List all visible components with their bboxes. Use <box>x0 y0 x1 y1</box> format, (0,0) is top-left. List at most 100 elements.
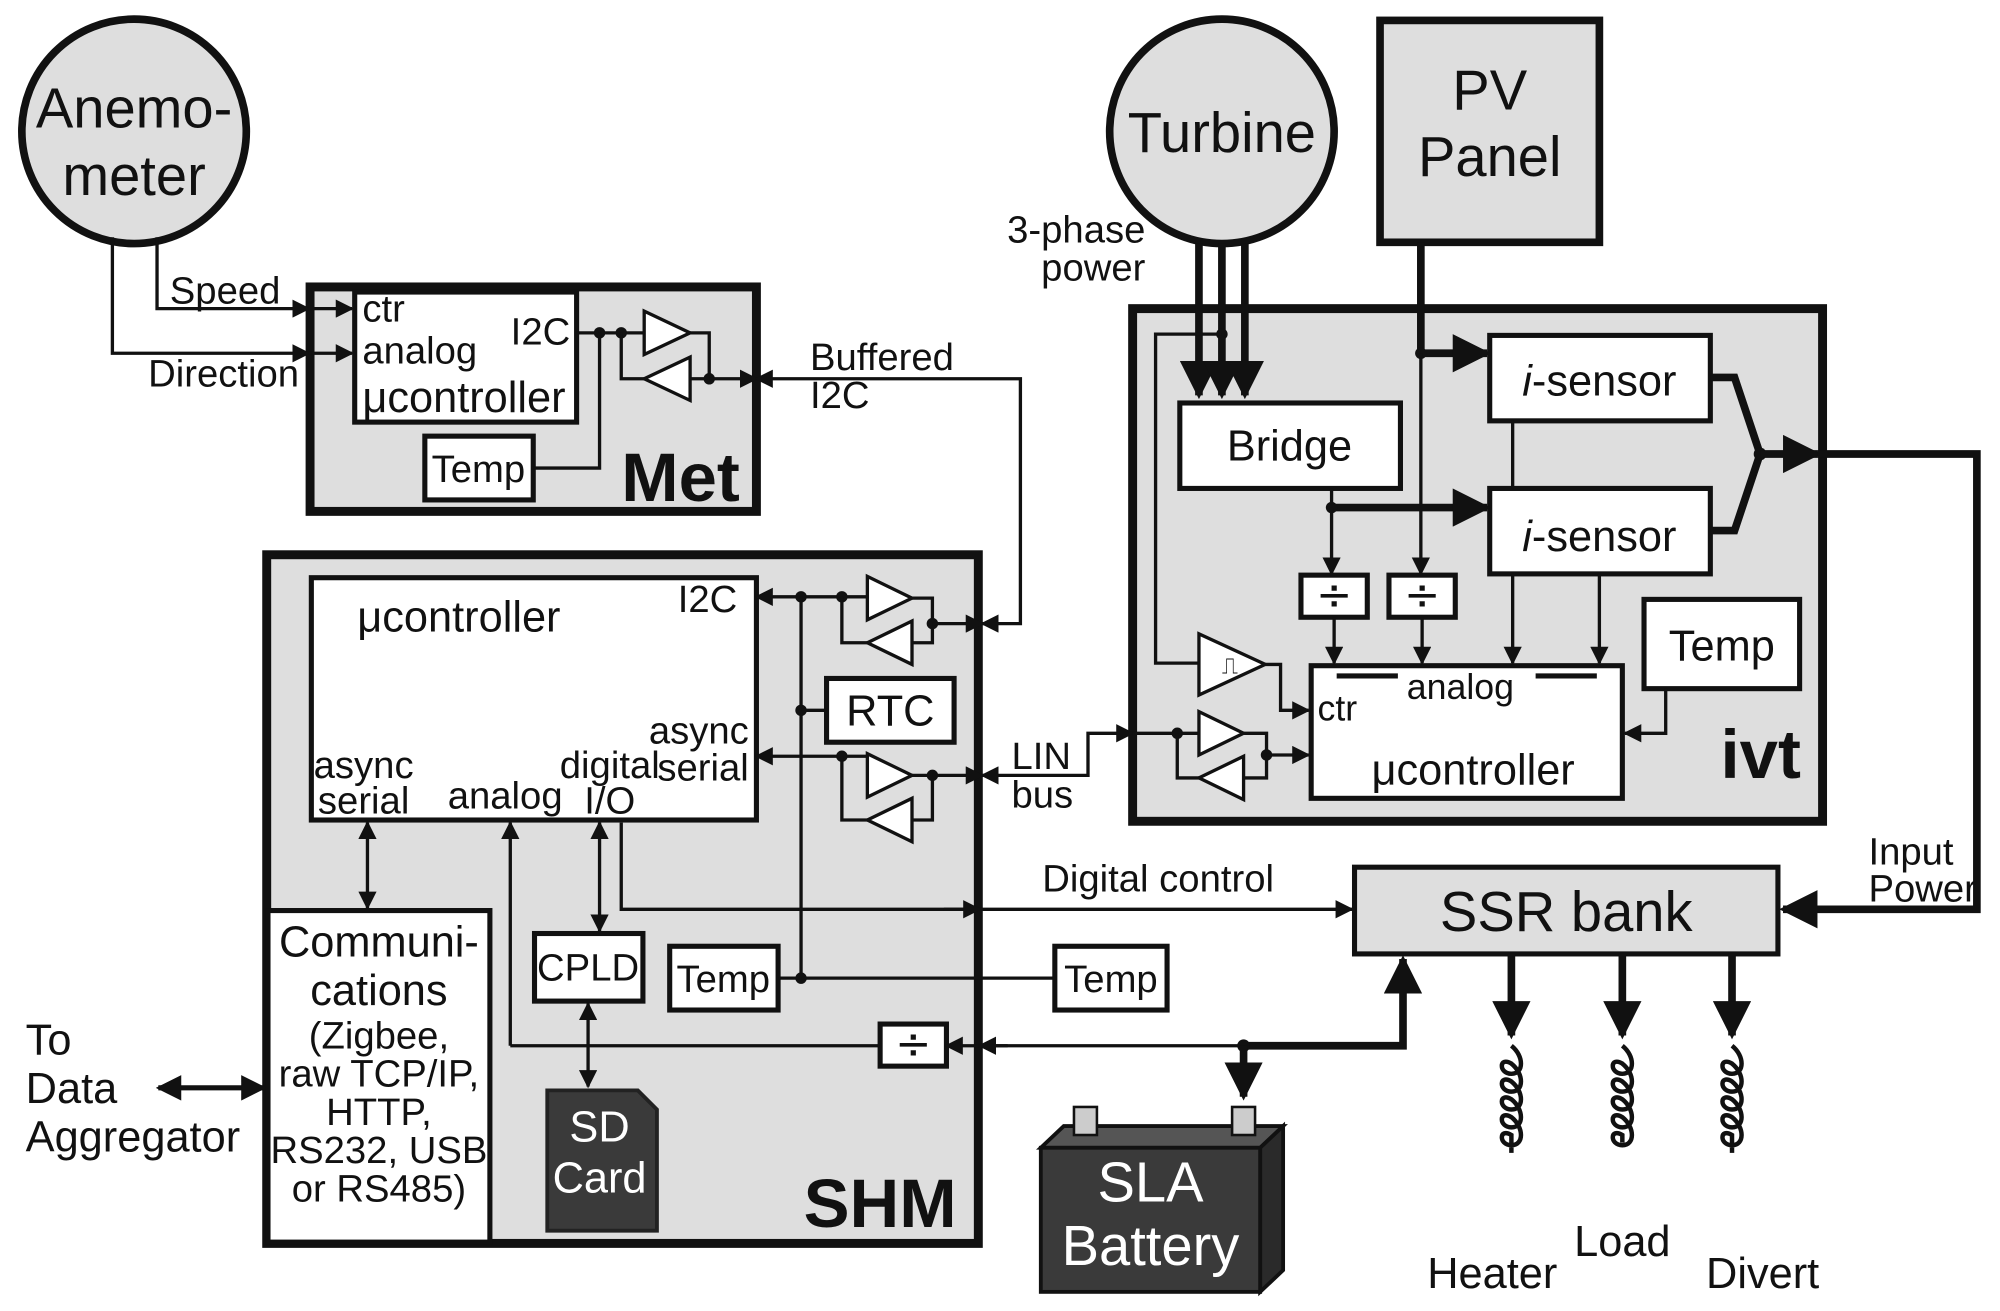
ivt-lin-node-b <box>1260 749 1273 761</box>
comm-line6: RS232, USB <box>271 1129 488 1172</box>
shm-i2c-node-a <box>795 591 807 603</box>
battery-ssr-line <box>1243 955 1423 1050</box>
ivt-mcu-ctr: ctr <box>1318 689 1358 729</box>
met-temp-link <box>533 332 602 470</box>
shm-divider-box <box>877 1021 949 1069</box>
comm-line2: cations <box>310 967 447 1015</box>
battery-line1: SLA <box>1097 1150 1204 1213</box>
buffered-i2c-label-2: I2C <box>810 374 870 417</box>
ssr-bank-box <box>1351 864 1781 957</box>
shm-i2c-buffer-tx <box>865 573 916 623</box>
sd-card-shape <box>545 1088 659 1233</box>
isensor-bottom-suffix: -sensor <box>1532 513 1677 561</box>
cpld-label: CPLD <box>537 947 639 990</box>
comm-line5: HTTP, <box>326 1091 432 1134</box>
comm-line1: Communi- <box>279 918 479 966</box>
shm-mcu-async-left-1: async <box>314 744 414 787</box>
sd-card-line2: Card <box>553 1154 647 1202</box>
shm-lin-buffer-loop <box>840 756 935 822</box>
comm-line3: (Zigbee, <box>309 1014 449 1057</box>
aggregator-line3: Aggregator <box>26 1114 240 1162</box>
isensor-top-suffix: -sensor <box>1532 357 1677 405</box>
ivt-divider-1-symbol: ÷ <box>1316 571 1352 621</box>
met-buffer-loop <box>619 331 711 381</box>
shm-temp-label: Temp <box>676 958 770 1001</box>
ivt-temp-box <box>1641 596 1803 692</box>
met-mcu-i2c: I2C <box>511 310 571 353</box>
lin-bus-label-1: LIN <box>1011 735 1071 778</box>
ivt-lin-buffer-tx <box>1197 708 1248 758</box>
met-mcu-name: μcontroller <box>362 374 565 422</box>
heater-label: Heater <box>1427 1250 1557 1298</box>
ivt-divider-2-symbol: ÷ <box>1404 571 1440 621</box>
pv-panel-line2: Panel <box>1418 125 1562 188</box>
anemometer-circle <box>18 15 251 248</box>
shm-divider-symbol: ÷ <box>895 1019 931 1069</box>
input-power-label-1: Input <box>1868 831 1953 874</box>
comm-line4: raw TCP/IP, <box>279 1053 480 1096</box>
shm-mcu-analog: analog <box>448 775 563 818</box>
input-power-line <box>1779 450 1981 929</box>
comm-line7: or RS485) <box>292 1167 466 1210</box>
ssr-bank-label: SSR bank <box>1440 880 1694 943</box>
anemometer-label-line1: Anemo- <box>36 77 232 140</box>
met-buffer-tx <box>642 308 694 358</box>
isensor-bottom-out <box>1710 452 1764 535</box>
shm-title: SHM <box>804 1165 957 1242</box>
isensor-bottom-prefix: i <box>1522 513 1533 561</box>
shm-mcu-async-right-2: serial <box>657 746 748 789</box>
phase-tap-node <box>1216 328 1228 340</box>
shm-temp-box <box>667 943 781 1013</box>
buffered-i2c-label-1: Buffered <box>810 336 954 379</box>
shm-rtc-label: RTC <box>846 688 934 736</box>
shm-mcu-digital-2: I/O <box>584 780 635 823</box>
schmitt-trigger <box>1197 631 1270 698</box>
turbine-label: Turbine <box>1128 101 1316 164</box>
cpld-box <box>531 930 646 1004</box>
load-coil <box>1610 1043 1635 1148</box>
heater-coil <box>1499 1043 1524 1153</box>
isensor-bottom-label: i-sensor <box>1522 513 1676 561</box>
sd-card-line1: SD <box>569 1103 629 1151</box>
shm-lin-buffer-tx <box>865 751 916 800</box>
isensor-top-out <box>1710 373 1764 456</box>
ivt-lin-buffer-rx <box>1195 753 1246 803</box>
shm-mcu-box <box>308 575 759 823</box>
ivt-temp-link <box>1623 688 1668 743</box>
lin-bus-label-2: bus <box>1011 773 1073 816</box>
external-temp-box <box>1052 943 1170 1013</box>
schmitt-to-ctr <box>1265 662 1311 720</box>
lin-bus-line <box>980 724 1135 785</box>
direction-line <box>110 237 311 363</box>
speed-label: Speed <box>170 270 281 313</box>
shm-mcu-digital-1: digital <box>560 744 660 787</box>
three-phase-label-1: 3-phase <box>1007 208 1145 251</box>
met-mcu-ctr: ctr <box>362 287 405 330</box>
battery-line2: Battery <box>1062 1214 1240 1277</box>
met-mcu-analog: analog <box>362 329 477 372</box>
shm-mcu-i2c: I2C <box>678 578 738 621</box>
direction-label: Direction <box>148 352 299 395</box>
pv-panel-box <box>1376 16 1604 247</box>
aggregator-line2: Data <box>26 1065 118 1113</box>
digital-control-line <box>619 822 1354 919</box>
bridge-label: Bridge <box>1227 422 1352 470</box>
isensor-top-label: i-sensor <box>1522 357 1676 405</box>
anemometer-label-line2: meter <box>62 144 205 207</box>
pv-panel-line1: PV <box>1452 59 1527 122</box>
bridge-box <box>1177 400 1403 491</box>
shm-mcu-async-left-2: serial <box>318 780 409 823</box>
phase-tap-line <box>1153 332 1222 665</box>
shm-mcu-name: μcontroller <box>357 593 560 641</box>
digital-control-label: Digital control <box>1042 857 1274 900</box>
ivt-title: ivt <box>1721 716 1801 793</box>
speed-line <box>155 237 311 318</box>
schmitt-glyph: ⎍ <box>1222 653 1238 679</box>
ivt-mcu-analog: analog <box>1407 667 1514 707</box>
input-power-label-2: Power <box>1868 868 1977 911</box>
shm-rtc-box <box>824 675 957 745</box>
met-title: Met <box>621 439 740 516</box>
aggregator-line1: To <box>26 1017 72 1065</box>
ivt-temp-label: Temp <box>1669 623 1775 671</box>
